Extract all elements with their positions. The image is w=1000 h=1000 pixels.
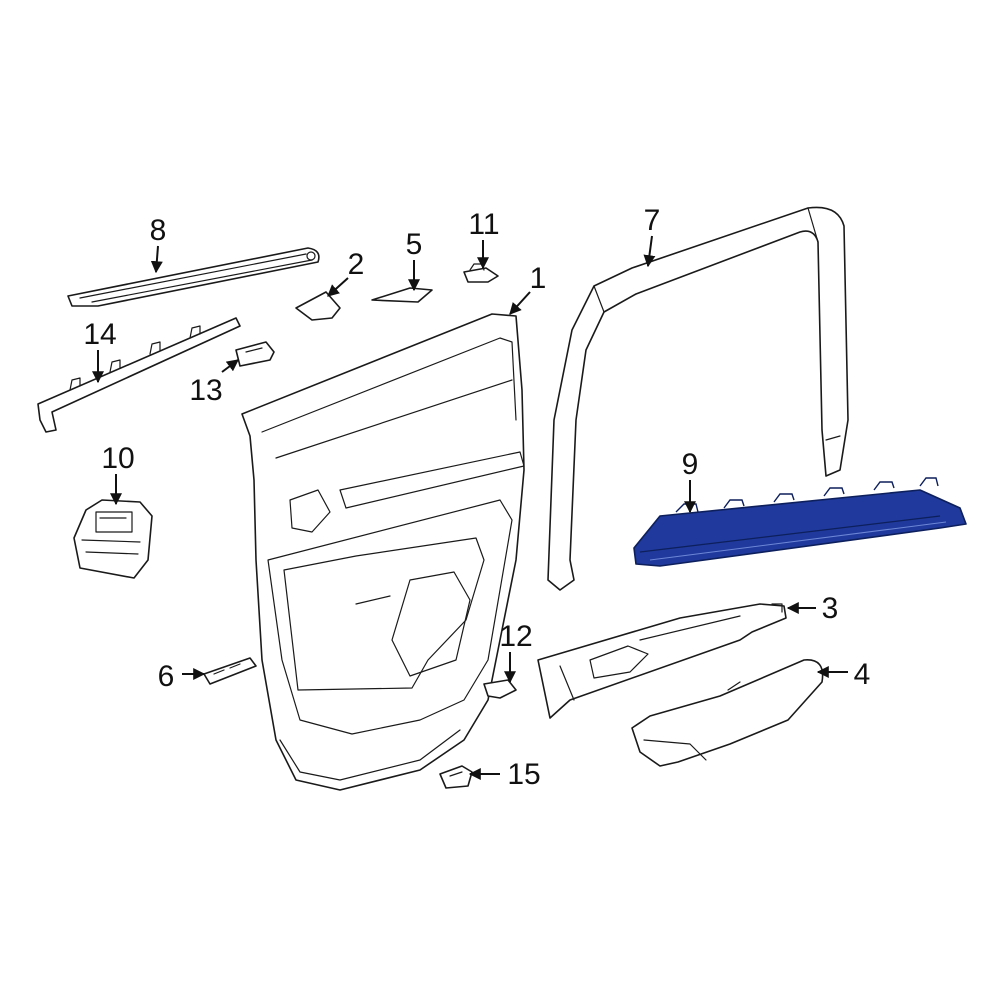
callout-labels: 8 2 5 11 1 7 14 13 10 9 3 4 6 12 15 (83, 204, 870, 791)
leader-13 (221, 359, 239, 373)
part-7-weatherstrip[interactable] (547, 206, 849, 591)
part-8-upper-trim-strip[interactable] (67, 247, 320, 307)
part-11-clip[interactable] (463, 263, 499, 283)
callout-15: 15 (507, 758, 540, 791)
part-15-clip[interactable] (439, 765, 473, 789)
callout-2: 2 (348, 248, 365, 281)
callout-8: 8 (150, 214, 167, 247)
part-14-retainer-strip[interactable] (37, 317, 241, 433)
part-9-bottom-seal[interactable] (633, 477, 967, 567)
callout-12: 12 (499, 620, 532, 653)
part-10-switch-module[interactable] (73, 499, 153, 579)
part-12-clip[interactable] (483, 679, 517, 699)
part-13-switch[interactable] (235, 341, 275, 367)
callout-10: 10 (101, 442, 134, 475)
leader-lines (92, 235, 848, 780)
part-6-trim-plate[interactable] (203, 657, 257, 685)
part-1-door-trim-panel[interactable] (241, 313, 525, 791)
leader-1 (509, 291, 531, 315)
callout-9: 9 (682, 448, 699, 481)
callout-1: 1 (530, 262, 547, 295)
leader-8 (150, 245, 163, 274)
callout-3: 3 (822, 592, 839, 625)
leader-2 (327, 277, 349, 297)
callout-13: 13 (189, 374, 222, 407)
part-4-armrest-pad[interactable] (631, 659, 824, 767)
callout-7: 7 (644, 204, 661, 237)
callout-14: 14 (83, 318, 116, 351)
part-2-cover[interactable] (295, 291, 341, 321)
callout-6: 6 (158, 660, 175, 693)
callout-5: 5 (406, 228, 423, 261)
part-3-armrest-insert[interactable] (537, 603, 787, 719)
callout-11: 11 (468, 208, 499, 241)
leader-7 (643, 235, 656, 268)
part-5-plate[interactable] (371, 287, 433, 303)
callout-4: 4 (854, 658, 871, 691)
